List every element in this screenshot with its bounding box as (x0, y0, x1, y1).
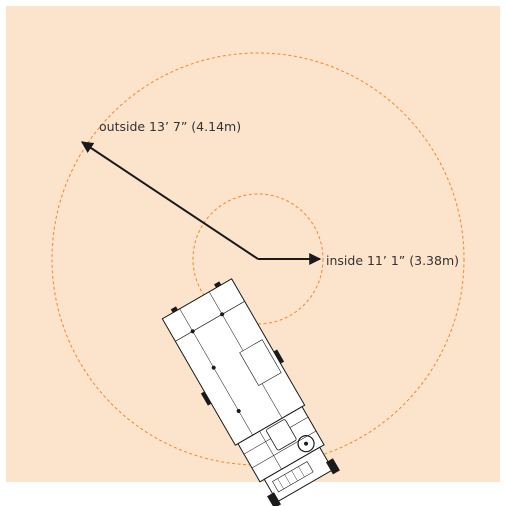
machine-tab (170, 306, 178, 313)
steering-wheel (297, 435, 315, 453)
front-wheel (325, 458, 340, 475)
platform-line (259, 431, 282, 470)
grille-bar (284, 474, 291, 486)
machine-top-view (161, 278, 340, 506)
outside-turning-circle (51, 52, 465, 466)
machine-panel (239, 339, 282, 386)
machine-tab (214, 281, 222, 288)
outside-radius-label: outside 13’ 7” (4.14m) (99, 119, 241, 134)
machine-side-bracket (273, 349, 285, 364)
steering-hub (304, 441, 309, 446)
machine-rivet (190, 329, 195, 334)
machine-side-bracket (200, 391, 212, 406)
inside-radius-label: inside 11’ 1” (3.38m) (326, 253, 459, 268)
platform-line (251, 430, 317, 469)
operator-seat (266, 419, 297, 451)
front-wheel (267, 492, 282, 506)
grille-bar (277, 478, 284, 490)
outside-radius-arrow (81, 141, 259, 260)
grille-bar (291, 470, 298, 482)
grille-bar (298, 466, 305, 478)
front-grille (272, 461, 314, 493)
machine-rivet (236, 408, 241, 413)
machine-rivet (220, 312, 225, 317)
machine-rivet (211, 365, 216, 370)
machine-divider (175, 301, 245, 342)
